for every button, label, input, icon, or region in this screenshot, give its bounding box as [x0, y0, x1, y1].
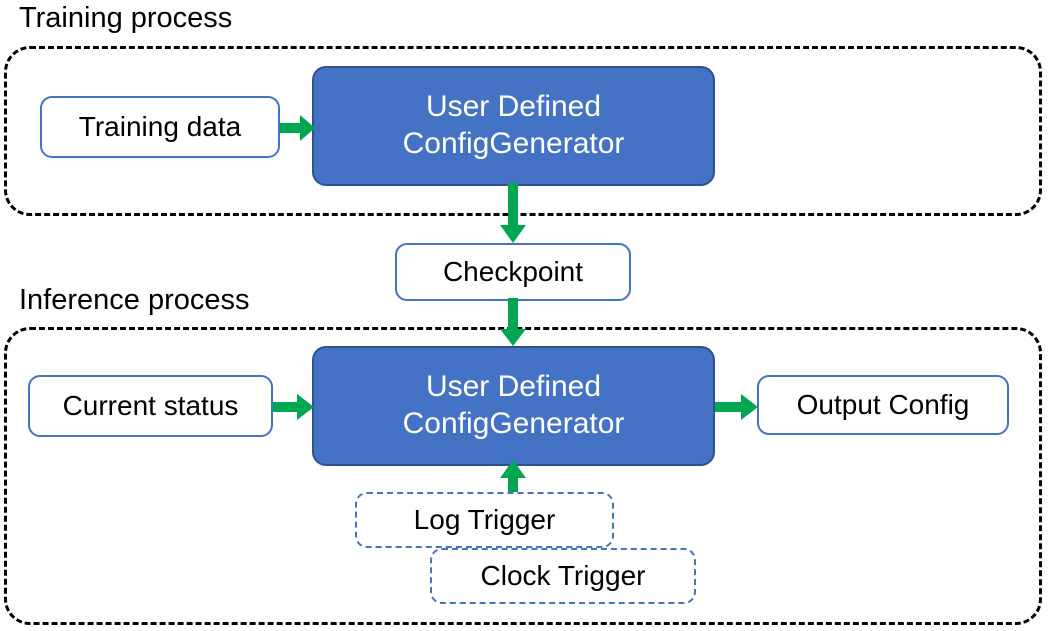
node-current-status[interactable]: Current status	[28, 375, 273, 437]
node-clock-trigger[interactable]: Clock Trigger	[430, 548, 696, 604]
node-checkpoint[interactable]: Checkpoint	[395, 243, 631, 301]
training-process-container	[4, 46, 1042, 216]
arrow-right-training-data-to-generator	[280, 112, 316, 144]
inference-process-caption: Inference process	[19, 284, 250, 316]
training-process-caption: Training process	[19, 2, 233, 34]
node-label-line1: User Defined	[425, 370, 602, 404]
node-label-line2: ConfigGenerator	[402, 407, 625, 440]
node-training-data[interactable]: Training data	[40, 96, 280, 158]
node-label-line2: ConfigGenerator	[402, 127, 625, 160]
node-label-line1: User Defined	[425, 90, 602, 124]
arrow-up-trigger-to-generator	[497, 460, 529, 502]
arrow-down-checkpoint-to-generator	[497, 298, 529, 348]
arrow-right-current-status-to-generator	[273, 391, 315, 423]
node-output-config[interactable]: Output Config	[757, 375, 1009, 435]
node-log-trigger[interactable]: Log Trigger	[355, 492, 614, 548]
node-training-user-defined-configgenerator[interactable]: User Defined ConfigGenerator	[312, 66, 715, 186]
arrow-right-generator-to-output-config	[715, 391, 759, 423]
arrow-down-generator-to-checkpoint	[497, 183, 529, 245]
node-inference-user-defined-configgenerator[interactable]: User Defined ConfigGenerator	[312, 346, 715, 466]
inference-process-container	[4, 327, 1042, 625]
